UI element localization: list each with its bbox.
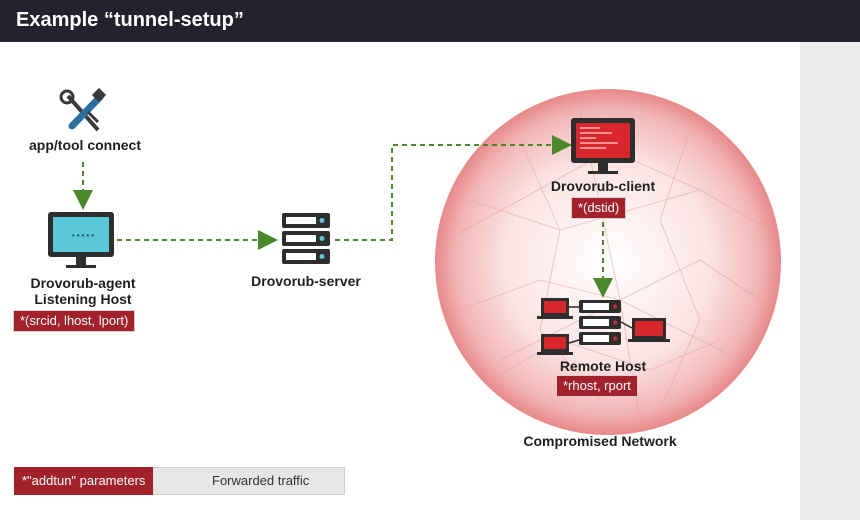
page-title: Example “tunnel-setup”	[16, 9, 244, 31]
tools-icon	[59, 87, 107, 132]
laptop-icon	[537, 334, 573, 355]
remote-params-badge: *rhost, rport	[556, 375, 638, 397]
server-label: Drovorub-server	[251, 273, 361, 289]
server-stack-icon	[579, 300, 621, 345]
laptop-icon	[628, 318, 670, 342]
legend-params-badge: *"addtun" parameters	[14, 467, 154, 495]
arrow-server-to-client	[335, 135, 572, 241]
compromised-network-sphere	[435, 89, 781, 435]
laptop-icon	[537, 298, 573, 319]
legend-traffic-label: Forwarded traffic	[212, 473, 310, 488]
agent-params-badge: *(srcid, lhost, lport)	[13, 310, 136, 332]
remote-host-links	[568, 306, 633, 344]
terminal-monitor-icon	[571, 118, 635, 174]
remote-host-label: Remote Host	[559, 358, 647, 374]
header-bar: Example “tunnel-setup”	[0, 0, 860, 42]
svg-text:•••••: •••••	[71, 232, 95, 241]
client-params-badge: *(dstid)	[571, 197, 627, 219]
server-icon	[282, 213, 330, 264]
agent-sublabel: Listening Host	[34, 291, 132, 307]
network-label: Compromised Network	[523, 433, 677, 449]
client-label: Drovorub-client	[550, 178, 656, 194]
agent-label: Drovorub-agent	[30, 275, 136, 291]
app-tool-label: app/tool connect	[29, 137, 141, 153]
monitor-icon: •••••	[48, 212, 114, 268]
right-margin	[800, 42, 860, 520]
